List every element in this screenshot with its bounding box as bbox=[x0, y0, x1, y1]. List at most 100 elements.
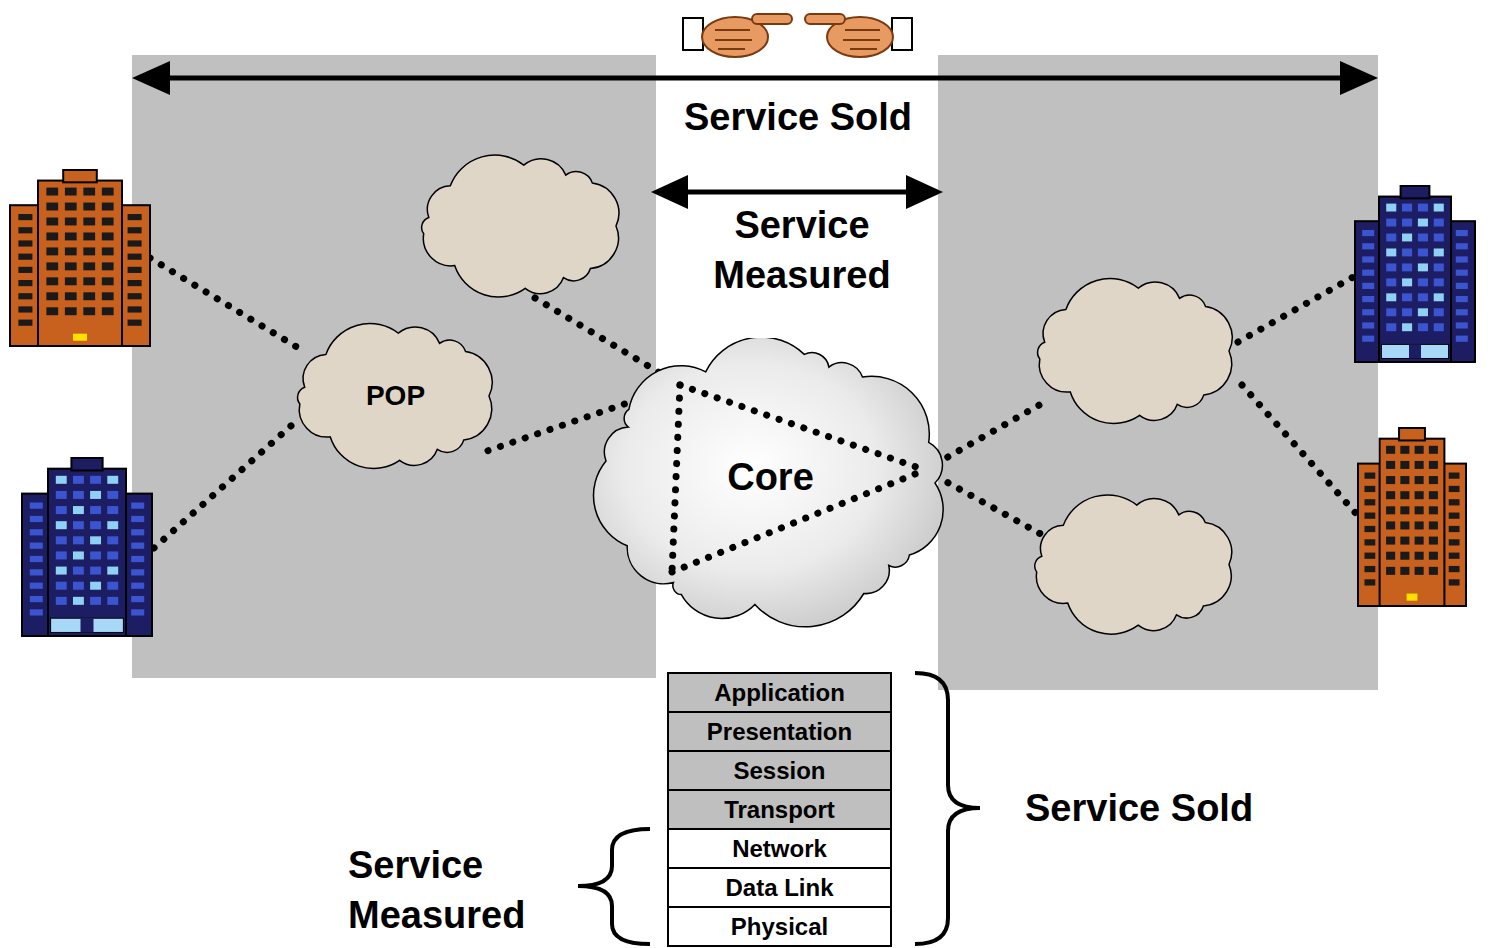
building-window bbox=[102, 203, 114, 211]
building-window bbox=[56, 582, 67, 590]
building-icon bbox=[10, 170, 150, 346]
building-window bbox=[56, 476, 67, 484]
building-window bbox=[1449, 526, 1460, 532]
building-window bbox=[1418, 323, 1428, 331]
osi-layer-box: Data Link bbox=[667, 867, 892, 908]
building-window bbox=[1449, 566, 1460, 572]
building-window bbox=[1434, 323, 1444, 331]
building-window bbox=[131, 503, 144, 509]
building-door bbox=[73, 334, 87, 341]
building-window bbox=[1386, 293, 1396, 301]
building-wing bbox=[1358, 464, 1382, 606]
node-text: Presentation bbox=[707, 718, 852, 746]
building-window bbox=[1386, 461, 1395, 469]
building-window bbox=[1418, 248, 1428, 256]
building-window bbox=[65, 218, 77, 226]
building-window bbox=[90, 491, 101, 499]
building-icon bbox=[22, 458, 152, 636]
building-window bbox=[1362, 243, 1374, 249]
building-window bbox=[56, 567, 67, 575]
building-window bbox=[131, 516, 144, 522]
building-window bbox=[1402, 278, 1412, 286]
hand-detail bbox=[715, 30, 752, 49]
building-window bbox=[46, 292, 58, 300]
building-window bbox=[1434, 204, 1444, 212]
building-window bbox=[1402, 204, 1412, 212]
building-window bbox=[131, 569, 144, 575]
building-window bbox=[83, 307, 95, 315]
building-window bbox=[1429, 537, 1438, 545]
building-window bbox=[1418, 278, 1428, 286]
building-window bbox=[1386, 521, 1395, 529]
building-window bbox=[1400, 521, 1409, 529]
building-window bbox=[107, 551, 118, 559]
building-window bbox=[30, 516, 43, 522]
building-window bbox=[1415, 537, 1424, 545]
building-window bbox=[18, 227, 32, 233]
building-window bbox=[1386, 567, 1395, 575]
building-window bbox=[128, 254, 142, 260]
curly-brace bbox=[578, 829, 650, 944]
building-window bbox=[65, 232, 77, 240]
building-window bbox=[107, 582, 118, 590]
building-window bbox=[56, 536, 67, 544]
building-window bbox=[1449, 539, 1460, 545]
access-line bbox=[1238, 272, 1362, 342]
building-window bbox=[107, 521, 118, 529]
building-window bbox=[1362, 296, 1374, 302]
pointing-hand bbox=[683, 14, 792, 57]
building-icon bbox=[1358, 428, 1466, 606]
building-base bbox=[51, 618, 124, 632]
building-window bbox=[1362, 309, 1374, 315]
building-window bbox=[1386, 278, 1396, 286]
building-window bbox=[1402, 293, 1412, 301]
building-window bbox=[1386, 537, 1395, 545]
arrow-head bbox=[651, 175, 688, 209]
building-window bbox=[107, 506, 118, 514]
building-window bbox=[1402, 219, 1412, 227]
building-window bbox=[1364, 553, 1375, 559]
building-cap bbox=[1399, 428, 1425, 440]
building-window bbox=[1429, 491, 1438, 499]
building-window bbox=[102, 218, 114, 226]
building-window bbox=[56, 506, 67, 514]
building-window bbox=[83, 247, 95, 255]
building-window bbox=[18, 280, 32, 286]
node-text: Transport bbox=[724, 796, 835, 824]
building-cap bbox=[71, 458, 102, 470]
node-text: Core bbox=[727, 456, 814, 500]
building-window bbox=[107, 476, 118, 484]
building-window bbox=[1362, 336, 1374, 342]
osi-layer-box: Presentation bbox=[667, 711, 892, 752]
building-window bbox=[65, 247, 77, 255]
building-window bbox=[83, 262, 95, 270]
building-icon bbox=[1355, 186, 1475, 362]
building-window bbox=[65, 262, 77, 270]
building-window bbox=[73, 567, 84, 575]
building-window bbox=[1364, 539, 1375, 545]
building-window bbox=[102, 232, 114, 240]
building-window bbox=[18, 320, 32, 326]
building-window bbox=[73, 491, 84, 499]
hand-cuff bbox=[683, 18, 703, 50]
building-window bbox=[102, 292, 114, 300]
building-window bbox=[1456, 336, 1468, 342]
building-window bbox=[1386, 491, 1395, 499]
building-window bbox=[128, 267, 142, 273]
building-window bbox=[1402, 308, 1412, 316]
building-window bbox=[1449, 473, 1460, 479]
building-window bbox=[90, 506, 101, 514]
building-window bbox=[1418, 234, 1428, 242]
building-window bbox=[46, 203, 58, 211]
building-window bbox=[90, 597, 101, 605]
osi-layer-box: Physical bbox=[667, 906, 892, 947]
building-window bbox=[128, 293, 142, 299]
building-window bbox=[1362, 283, 1374, 289]
building-window bbox=[83, 203, 95, 211]
building-window bbox=[1418, 204, 1428, 212]
building-window bbox=[1418, 308, 1428, 316]
building-window bbox=[1402, 323, 1412, 331]
building-window bbox=[30, 583, 43, 589]
building-window bbox=[1386, 476, 1395, 484]
